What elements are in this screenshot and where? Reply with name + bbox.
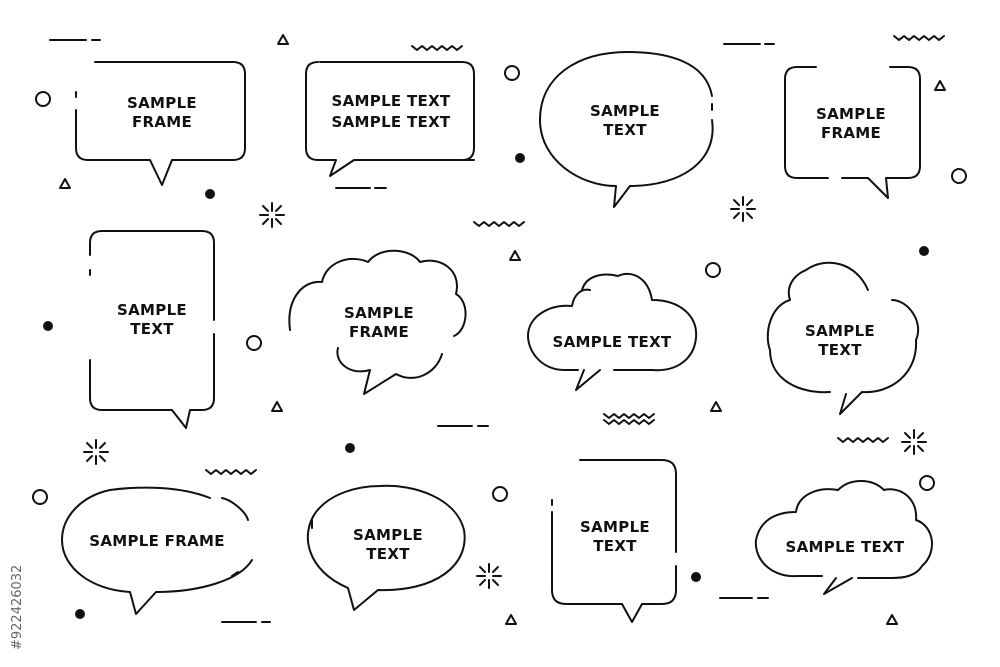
bubble-5-line-2: TEXT xyxy=(130,320,174,338)
bubble-3-line-1: SAMPLE xyxy=(590,102,660,120)
bubble-10-line-2: TEXT xyxy=(366,545,410,563)
bubble-11-line-2: TEXT xyxy=(593,537,637,555)
speech-bubble-2 xyxy=(305,61,475,177)
speech-bubble-12 xyxy=(754,480,934,595)
speech-bubble-3 xyxy=(539,51,714,208)
speech-bubble-6 xyxy=(288,249,467,395)
bubble-2-line-1: SAMPLE TEXT xyxy=(332,92,451,110)
bubble-4-line-2: FRAME xyxy=(821,124,881,142)
bubble-8-line-1: SAMPLE xyxy=(805,322,875,340)
bubble-6-line-1: SAMPLE xyxy=(344,304,414,322)
bubble-4-line-1: SAMPLE xyxy=(816,105,886,123)
speech-bubble-1 xyxy=(75,61,246,186)
speech-bubble-11 xyxy=(551,459,677,623)
bubble-labels: SAMPLE FRAME SAMPLE TEXT SAMPLE TEXT SAM… xyxy=(89,92,905,563)
speech-bubble-8 xyxy=(766,261,919,415)
bubble-8-line-2: TEXT xyxy=(818,341,862,359)
speech-bubble-10 xyxy=(306,484,466,611)
bubble-2-line-2: SAMPLE TEXT xyxy=(332,113,451,131)
speech-bubble-9 xyxy=(61,486,253,615)
decor-sparkles xyxy=(83,196,927,589)
decor-dots xyxy=(43,153,929,619)
speech-bubble-4 xyxy=(784,66,921,199)
decor-hollow-circles xyxy=(32,65,967,505)
bubble-1-line-1: SAMPLE xyxy=(127,94,197,112)
bubble-10-line-1: SAMPLE xyxy=(353,526,423,544)
decor-dashes xyxy=(49,39,775,623)
speech-bubble-7 xyxy=(527,272,698,391)
bubble-5-line-1: SAMPLE xyxy=(117,301,187,319)
bubble-9-line-1: SAMPLE FRAME xyxy=(89,532,225,550)
stock-id-text: #922426032 xyxy=(10,564,25,650)
bubble-3-line-2: TEXT xyxy=(603,121,647,139)
bubble-12-line-1: SAMPLE TEXT xyxy=(786,538,905,556)
decor-zigzags xyxy=(205,35,945,475)
bubble-7-line-1: SAMPLE TEXT xyxy=(553,333,672,351)
decor-triangles xyxy=(59,34,946,625)
bubble-1-line-2: FRAME xyxy=(132,113,192,131)
stock-id-watermark: #922426032 xyxy=(10,430,30,650)
bubble-6-line-2: FRAME xyxy=(349,323,409,341)
bubble-11-line-1: SAMPLE xyxy=(580,518,650,536)
speech-bubble-5 xyxy=(89,230,215,429)
